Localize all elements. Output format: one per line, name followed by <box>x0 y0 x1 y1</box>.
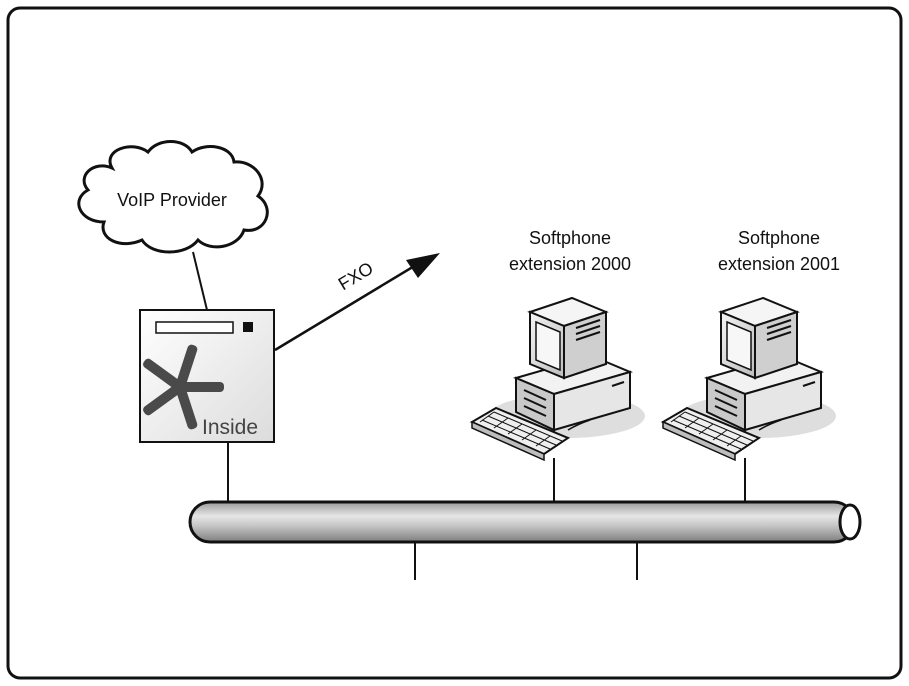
fxo-arrow <box>274 253 440 352</box>
server-brand-text: Inside <box>202 416 259 439</box>
asterisk-icon <box>143 344 224 430</box>
provider-link <box>192 251 208 311</box>
network-bus <box>188 500 862 544</box>
cloud-label: VoIP Provider <box>117 190 227 210</box>
cloud-icon <box>77 140 269 254</box>
computer-2001-label-line2: extension 2001 <box>717 254 841 274</box>
computer-2000-label-line1: Softphone <box>528 228 612 248</box>
bus-connections <box>227 442 746 580</box>
computer-2000-label-line2: extension 2000 <box>508 254 632 274</box>
computer-2001-label-line1: Softphone <box>737 228 821 248</box>
